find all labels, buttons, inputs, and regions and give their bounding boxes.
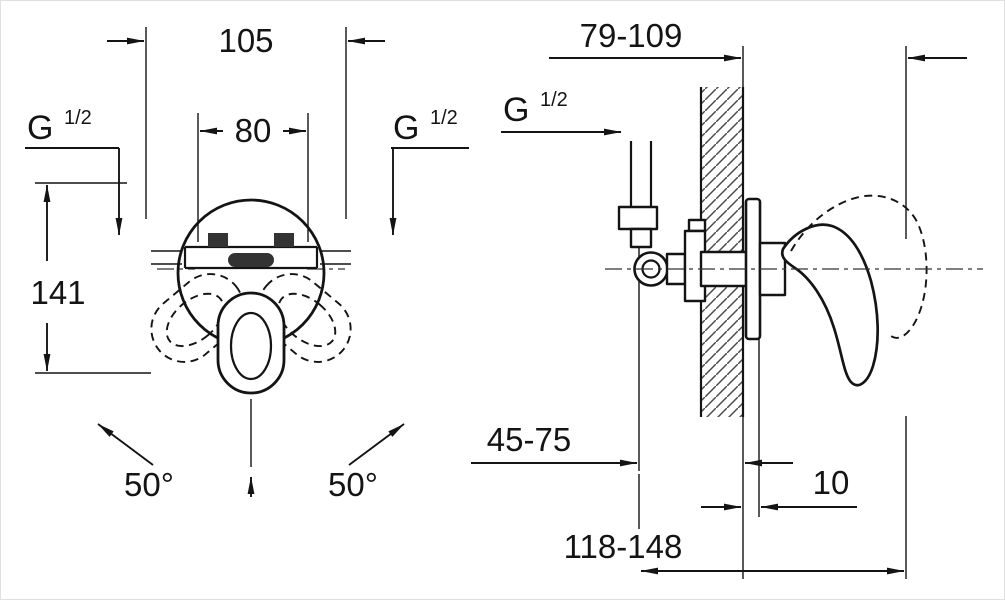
dim-45-75-label: 45-75 bbox=[487, 421, 571, 458]
thread-side-frac: 1/2 bbox=[540, 89, 568, 111]
mounting-bracket bbox=[183, 233, 319, 270]
thread-front-right-g: G bbox=[393, 109, 419, 147]
supply-stubs bbox=[151, 250, 351, 265]
dim-80-label: 80 bbox=[235, 112, 272, 149]
lever-handle-front bbox=[216, 291, 286, 395]
dim-141-lines bbox=[35, 182, 151, 374]
dim-105-label: 105 bbox=[218, 22, 273, 59]
front-view: 105 80 141 G 1/2 G 1/2 50° 50° bbox=[25, 22, 469, 503]
dim-118-148-label: 118-148 bbox=[564, 528, 683, 565]
side-view: 79-109 G 1/2 45-75 10 118-148 bbox=[471, 17, 983, 579]
thread-front-right-frac: 1/2 bbox=[430, 107, 458, 129]
angle-left-label: 50° bbox=[124, 466, 174, 503]
dim-10-label: 10 bbox=[813, 464, 850, 501]
dim-80-lines bbox=[197, 113, 309, 242]
lever-handle-inner bbox=[229, 311, 273, 381]
mixer-front-fixture bbox=[150, 198, 352, 467]
cartridge-cap bbox=[228, 253, 274, 267]
thread-leader-front-left bbox=[25, 147, 123, 236]
thread-front-left-g: G bbox=[27, 109, 53, 147]
dim-79-109-label: 79-109 bbox=[580, 17, 683, 54]
inlet-elbow bbox=[617, 205, 659, 231]
lever-handle-side bbox=[780, 223, 879, 387]
angle-leaders bbox=[97, 423, 405, 497]
dim-105-lines bbox=[107, 27, 385, 219]
screw-left bbox=[208, 233, 228, 247]
dim-141-label: 141 bbox=[30, 274, 85, 311]
screw-right bbox=[274, 233, 294, 247]
thread-front-left-frac: 1/2 bbox=[64, 107, 92, 129]
angle-right-label: 50° bbox=[328, 466, 378, 503]
lever-handle-side-dashed bbox=[790, 194, 928, 339]
thread-side-g: G bbox=[503, 91, 529, 129]
mixer-side-body bbox=[605, 141, 983, 387]
thread-leader-front-right bbox=[389, 147, 469, 236]
